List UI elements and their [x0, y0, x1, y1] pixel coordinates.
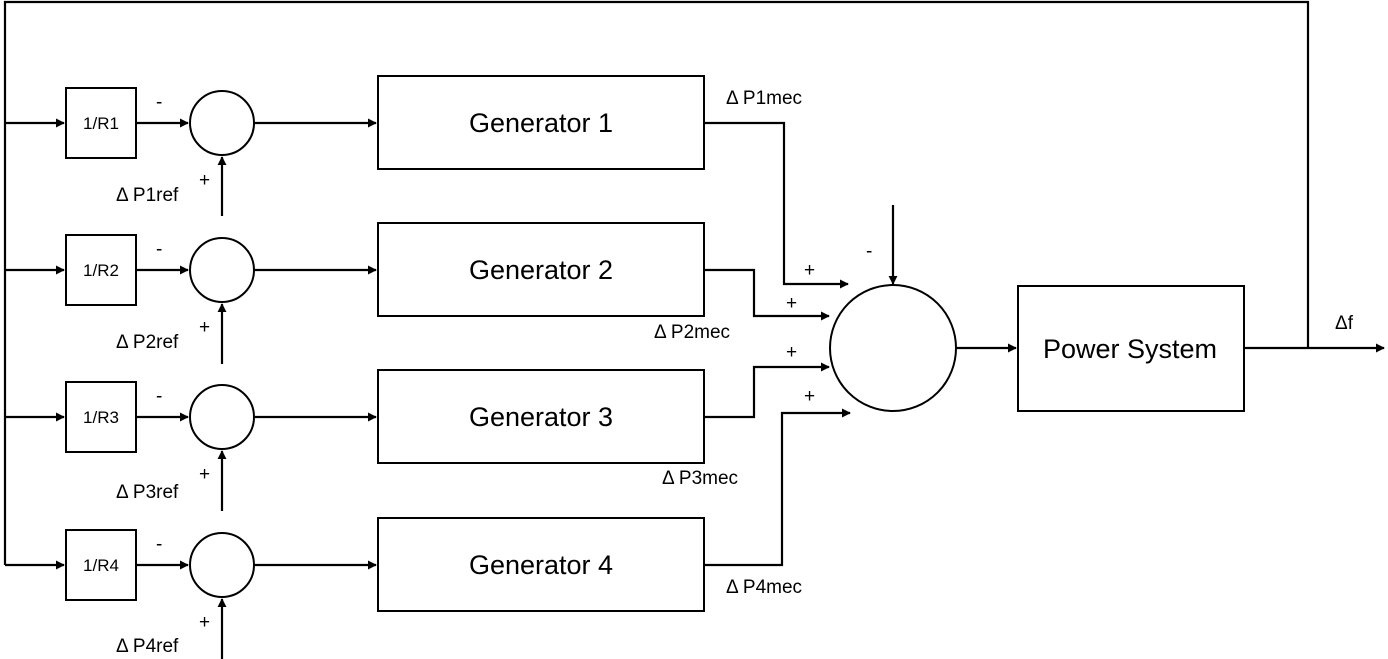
ref-label-4: Δ P4ref	[116, 636, 179, 657]
gain-label-1: 1/R1	[83, 114, 119, 133]
mec-label-4: Δ P4mec	[726, 577, 802, 598]
gain-block-4: 1/R4	[65, 529, 137, 601]
summing-junction-1	[189, 90, 255, 156]
gain-label-2: 1/R2	[83, 261, 119, 280]
main-summing-junction	[829, 284, 957, 412]
gain-block-2: 1/R2	[65, 234, 137, 306]
generator-label-2: Generator 2	[469, 255, 613, 285]
minus-sign-load: -	[866, 241, 872, 262]
generator-block-2: Generator 2	[377, 222, 705, 317]
summing-junction-3	[189, 384, 255, 450]
output-label: Δf	[1335, 313, 1354, 334]
gain-block-1: 1/R1	[65, 87, 137, 159]
power-system-label: Power System	[1043, 334, 1217, 364]
minus-sign-2: -	[156, 239, 162, 260]
generator-label-1: Generator 1	[469, 108, 613, 138]
ref-label-2: Δ P2ref	[116, 332, 179, 353]
minus-sign-3: -	[156, 386, 162, 407]
plus-sign-ref-2: +	[199, 317, 210, 338]
plus-sign-ref-4: +	[199, 612, 210, 633]
mec-label-3: Δ P3mec	[662, 468, 738, 489]
mec-wire-3	[704, 362, 830, 419]
power-system-block: Power System	[1017, 285, 1245, 412]
minus-sign-4: -	[156, 534, 162, 555]
plus-sign-mec-3: +	[786, 342, 797, 363]
gain-label-3: 1/R3	[83, 408, 119, 427]
ref-label-3: Δ P3ref	[116, 482, 179, 503]
plus-sign-ref-3: +	[199, 464, 210, 485]
generator-block-4: Generator 4	[377, 517, 705, 612]
plus-sign-ref-1: +	[199, 170, 210, 191]
feedback-wire	[3, 0, 1310, 565]
plus-sign-mec-4: +	[804, 386, 815, 407]
plus-sign-mec-2: +	[786, 293, 797, 314]
generator-label-4: Generator 4	[469, 550, 613, 580]
mec-label-1: Δ P1mec	[726, 88, 802, 109]
gain-block-3: 1/R3	[65, 381, 137, 453]
generator-block-1: Generator 1	[377, 75, 705, 170]
mec-label-2: Δ P2mec	[654, 322, 730, 343]
mec-wire-4	[704, 408, 851, 567]
gain-label-4: 1/R4	[83, 556, 119, 575]
ref-label-1: Δ P1ref	[116, 185, 179, 206]
summing-junction-2	[189, 237, 255, 303]
plus-sign-mec-1: +	[804, 260, 815, 281]
generator-label-3: Generator 3	[469, 402, 613, 432]
mec-wire-2	[704, 268, 830, 321]
minus-sign-1: -	[156, 92, 162, 113]
generator-block-3: Generator 3	[377, 369, 705, 464]
mec-wire-1	[704, 121, 849, 289]
summing-junction-4	[189, 532, 255, 598]
